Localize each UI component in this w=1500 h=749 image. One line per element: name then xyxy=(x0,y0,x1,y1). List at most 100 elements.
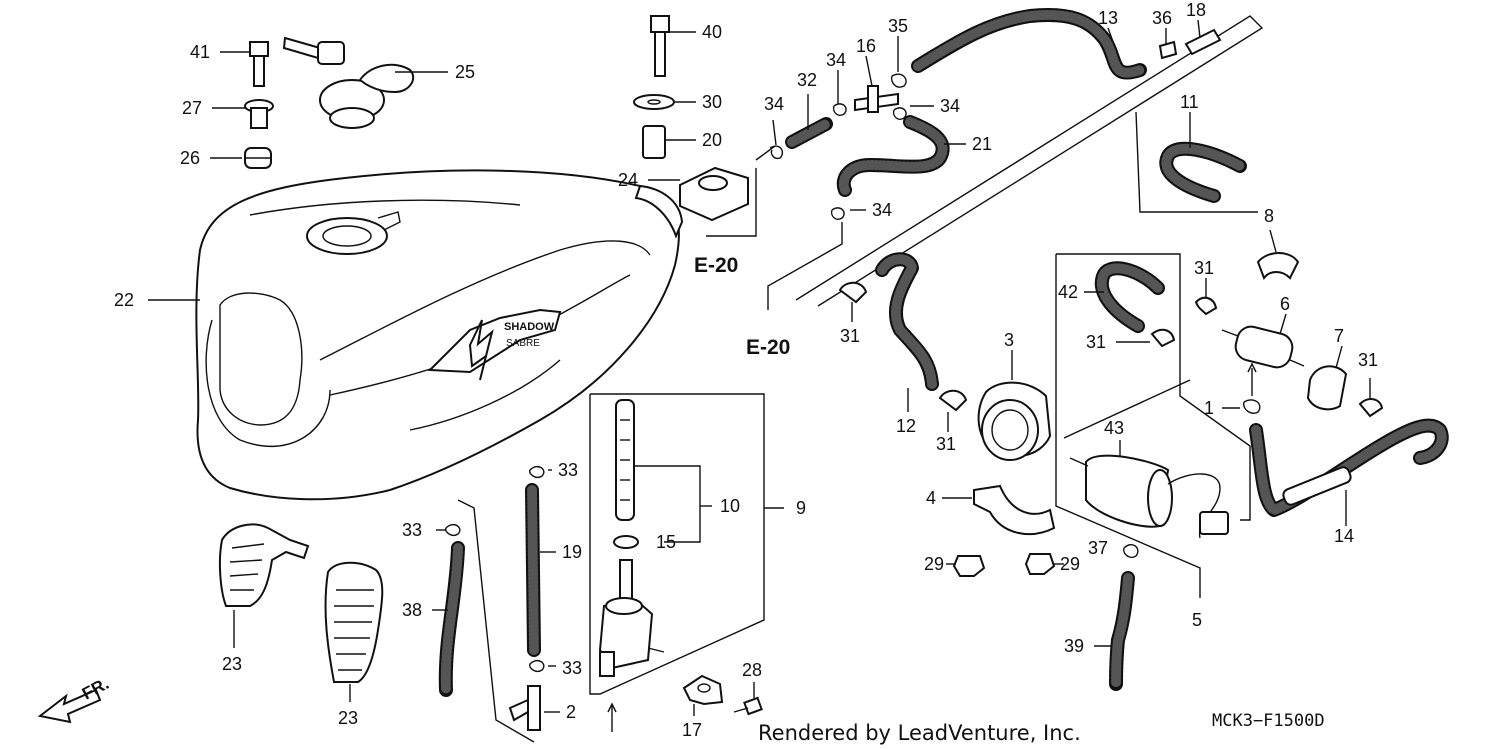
tee-2 xyxy=(508,685,541,731)
label-22: 22 xyxy=(114,290,134,310)
label-31a: 31 xyxy=(1194,258,1214,278)
label-33b: 33 xyxy=(562,658,582,678)
clamp-31b xyxy=(1150,328,1176,348)
clip-1 xyxy=(1243,362,1261,414)
label-29a: 29 xyxy=(924,554,944,574)
nut-29b xyxy=(1024,553,1056,575)
clamp-31a xyxy=(1194,296,1218,316)
ref-e20-b: E-20 xyxy=(746,336,790,359)
hose-38 xyxy=(438,541,465,697)
label-40: 40 xyxy=(702,22,722,42)
clip-34c xyxy=(892,107,907,120)
label-14: 14 xyxy=(1334,526,1354,546)
footer-diagram-code: MCK3−F1500D xyxy=(1212,711,1325,731)
hose-39 xyxy=(1109,571,1135,691)
label-15: 15 xyxy=(656,532,676,552)
heat-guard-23b xyxy=(324,561,384,683)
fuel-filter-6 xyxy=(1221,325,1305,369)
label-23a: 23 xyxy=(222,654,242,674)
clamp-7 xyxy=(1306,365,1348,411)
label-34d: 34 xyxy=(872,200,892,220)
heat-guard-23a xyxy=(218,523,310,607)
label-16: 16 xyxy=(856,36,876,56)
label-1: 1 xyxy=(1204,398,1214,418)
label-33a: 33 xyxy=(558,460,578,480)
label-39: 39 xyxy=(1064,636,1084,656)
label-32: 32 xyxy=(797,70,817,90)
clip-35 xyxy=(890,73,907,88)
label-26: 26 xyxy=(180,148,200,168)
clamp-31e xyxy=(938,389,968,412)
clip-34a xyxy=(769,145,784,160)
rubber-mount-24 xyxy=(679,166,749,222)
label-8: 8 xyxy=(1264,206,1274,226)
label-6: 6 xyxy=(1280,294,1290,314)
clamp-17 xyxy=(682,674,724,706)
label-29b: 29 xyxy=(1060,554,1080,574)
label-10: 10 xyxy=(720,496,740,516)
bolt-40 xyxy=(650,15,670,77)
label-33c: 33 xyxy=(402,520,422,540)
label-34a: 34 xyxy=(764,94,784,114)
label-42: 42 xyxy=(1058,282,1078,302)
clip-34b xyxy=(832,103,847,116)
label-27: 27 xyxy=(182,98,202,118)
clamp-31d xyxy=(838,281,868,304)
washer-30 xyxy=(633,94,675,110)
label-24: 24 xyxy=(618,170,638,190)
label-30: 30 xyxy=(702,92,722,112)
hose-21 xyxy=(836,115,950,197)
clamp-36 xyxy=(1158,40,1178,60)
nut-29a xyxy=(952,555,986,577)
label-36: 36 xyxy=(1152,8,1172,28)
hose-13 xyxy=(911,8,1147,80)
label-3: 3 xyxy=(1004,330,1014,350)
hose-14 xyxy=(1249,418,1449,517)
fuel-cap-assembly xyxy=(282,36,415,129)
clip-34d xyxy=(830,207,845,220)
label-37: 37 xyxy=(1088,538,1108,558)
label-43: 43 xyxy=(1104,418,1124,438)
clip-37 xyxy=(1123,544,1139,558)
hose-32 xyxy=(785,117,833,149)
label-38: 38 xyxy=(402,600,422,620)
label-35: 35 xyxy=(888,16,908,36)
front-direction-arrow xyxy=(37,688,102,724)
label-34c: 34 xyxy=(940,96,960,116)
label-17: 17 xyxy=(682,720,702,740)
label-31c: 31 xyxy=(1358,350,1378,370)
label-2: 2 xyxy=(566,702,576,722)
ref-e20-a: E-20 xyxy=(694,254,738,277)
label-20: 20 xyxy=(702,130,722,150)
bolt-41 xyxy=(249,41,269,87)
pump-bracket-4 xyxy=(973,484,1056,536)
label-41: 41 xyxy=(190,42,210,62)
bolt-28 xyxy=(733,696,763,716)
label-9: 9 xyxy=(796,498,806,518)
hose-12 xyxy=(875,252,939,391)
label-34b: 34 xyxy=(826,50,846,70)
hose-11 xyxy=(1159,141,1247,203)
clamp-8 xyxy=(1256,252,1300,281)
label-21: 21 xyxy=(972,134,992,154)
hose-19 xyxy=(525,483,541,657)
label-11: 11 xyxy=(1180,92,1199,112)
strainer-10 xyxy=(615,399,635,521)
footer-credit: Rendered by LeadVenture, Inc. xyxy=(758,721,1081,745)
tank-badge-brand: SHADOW xyxy=(504,321,555,333)
label-31e: 31 xyxy=(936,434,956,454)
grommet-26 xyxy=(244,147,272,169)
label-31b: 31 xyxy=(1086,332,1106,352)
label-12: 12 xyxy=(896,416,916,436)
oring-15 xyxy=(613,535,639,549)
label-23b: 23 xyxy=(338,708,358,728)
pump-holder-3 xyxy=(977,381,1052,461)
collar-27 xyxy=(244,99,274,129)
clip-33c xyxy=(445,524,461,537)
label-25: 25 xyxy=(455,62,475,82)
joint-16 xyxy=(854,85,899,113)
clip-33a xyxy=(529,466,545,479)
clip-33b xyxy=(529,660,545,673)
fuel-tank: SHADOW SABRE xyxy=(195,169,684,501)
